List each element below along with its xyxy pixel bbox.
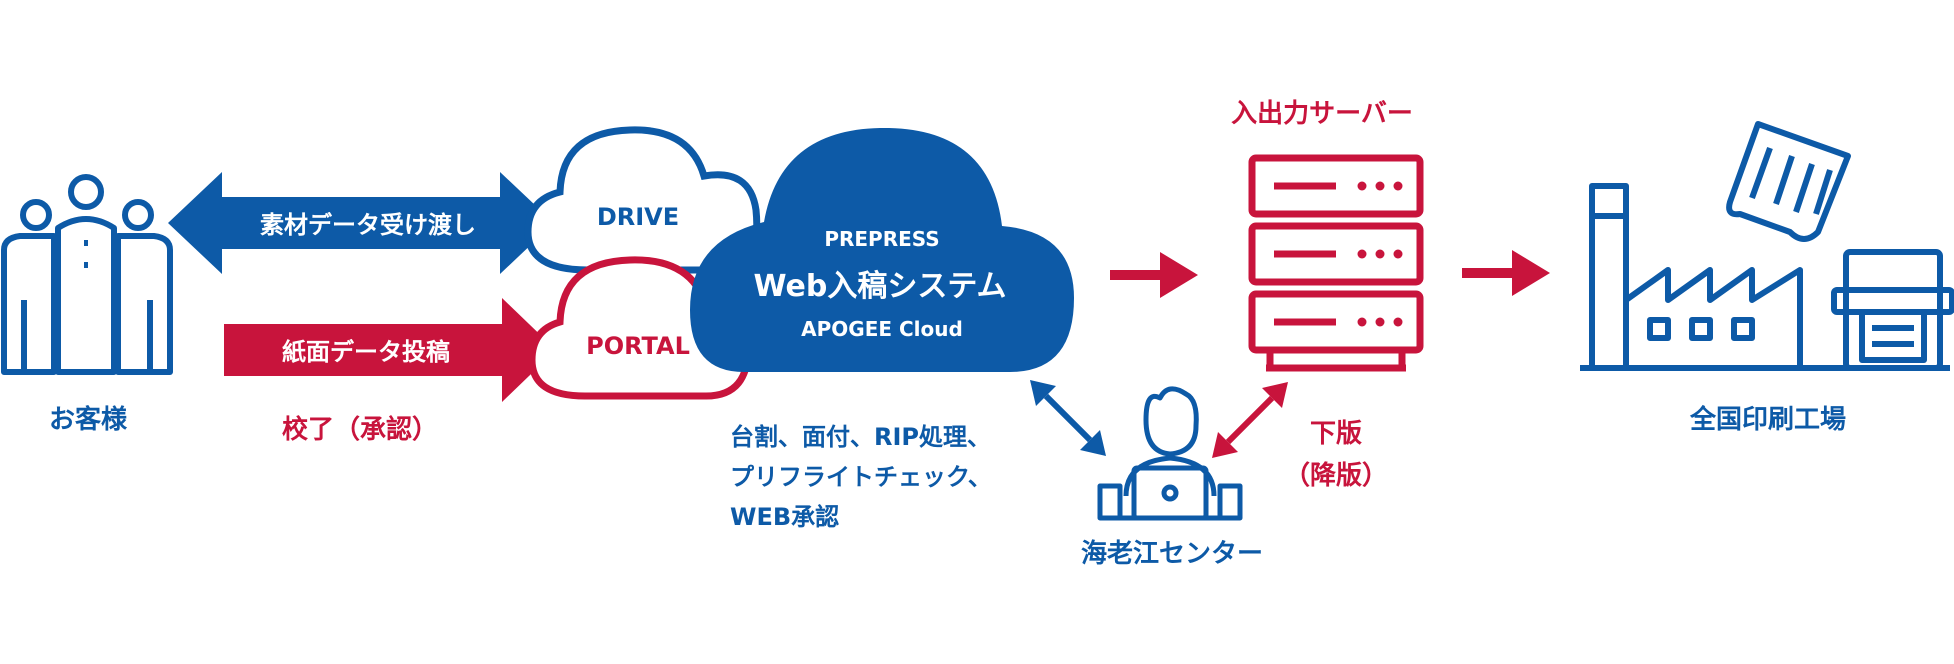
factory-icon bbox=[1580, 121, 1954, 371]
web-system-label: Web入稿システム bbox=[754, 269, 1007, 304]
material-exchange-arrow bbox=[168, 172, 554, 274]
customers-group-icon bbox=[1, 174, 173, 375]
processing-line-1: 台割、面付、RIP処理、 bbox=[730, 423, 991, 451]
factory-label: 全国印刷工場 bbox=[1689, 404, 1846, 435]
paper-data-submission-arrow bbox=[224, 298, 556, 402]
portal-label: PORTAL bbox=[586, 332, 690, 360]
to-server-arrow bbox=[1110, 252, 1198, 298]
drive-label: DRIVE bbox=[597, 203, 679, 231]
server-label: 入出力サーバー bbox=[1231, 99, 1413, 129]
to-factory-arrow bbox=[1462, 250, 1550, 296]
paper-data-submission-label: 紙面データ投稿 bbox=[282, 338, 450, 366]
server-rack-icon bbox=[1248, 154, 1424, 372]
server-indicator-dots bbox=[1357, 181, 1403, 327]
center-label: 海老江センター bbox=[1081, 539, 1263, 569]
processing-line-2: プリフライトチェック、 bbox=[730, 463, 992, 491]
cloud-center-arrow bbox=[1030, 380, 1106, 456]
plate-sub-label: （降版） bbox=[1284, 461, 1388, 491]
apogee-cloud-label: APOGEE Cloud bbox=[801, 317, 963, 341]
operator-laptop-icon bbox=[1097, 386, 1243, 521]
plate-label: 下版 bbox=[1310, 419, 1362, 449]
drive-cloud bbox=[524, 126, 761, 274]
processing-line-3: WEB承認 bbox=[730, 503, 839, 531]
proof-approval-label: 校了（承認） bbox=[282, 414, 438, 445]
material-exchange-label: 素材データ受け渡し bbox=[260, 211, 476, 239]
prepress-label: PREPRESS bbox=[824, 227, 939, 251]
prepress-cloud bbox=[690, 127, 1074, 372]
customer-label: お客様 bbox=[49, 404, 128, 435]
server-center-arrow bbox=[1212, 382, 1288, 458]
